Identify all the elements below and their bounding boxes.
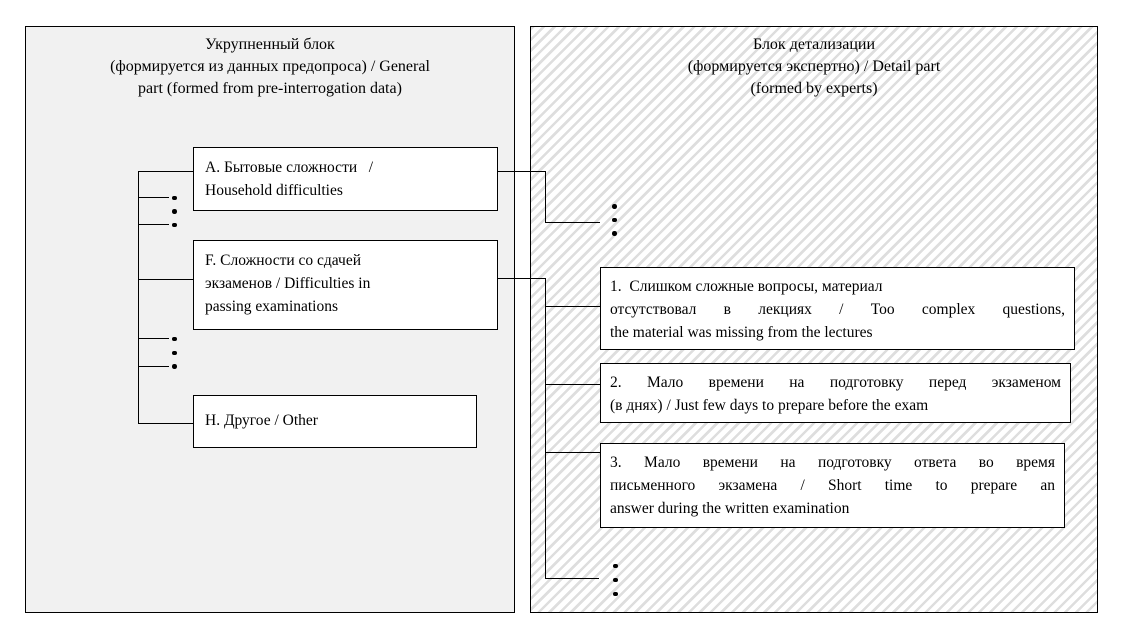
category-box-a-line2: Household difficulties: [205, 182, 343, 199]
detail-box-2-line1: 2. Мало времени на подготовку перед экза…: [610, 374, 1061, 391]
category-box-h-line1: Н. Другое / Other: [205, 412, 318, 429]
box-a-cross-connector-h2: [545, 221, 600, 223]
detail-box-2-line2: (в днях) / Just few days to prepare befo…: [610, 397, 929, 414]
connector-to-box-f: [138, 279, 193, 281]
ellipsis-dot: [613, 591, 618, 597]
ellipsis-dot: [172, 209, 177, 214]
ellipsis-dot: [172, 364, 177, 369]
left-ellipsis-stub-2a: [139, 338, 169, 340]
general-part-title: Укрупненный блок (формируется из данных …: [110, 36, 430, 97]
category-box-a: А. Бытовые сложности / Household difficu…: [193, 147, 498, 211]
detail-box-1: 1. Слишком сложные вопросы, материал отс…: [600, 267, 1075, 350]
connector-to-detail-2: [545, 383, 600, 385]
detail-box-1-line3: the material was missing from the lectur…: [610, 324, 873, 341]
detail-box-3: 3. Мало времени на подготовку ответа во …: [600, 443, 1065, 528]
box-a-cross-connector-v: [545, 170, 547, 223]
category-box-f-line1: F. Сложности со сдачей: [205, 252, 362, 269]
category-box-f: F. Сложности со сдачей экзаменов / Diffi…: [193, 240, 498, 330]
ellipsis-dot: [172, 336, 177, 342]
box-a-cross-connector-h1: [498, 170, 545, 172]
detail-box-1-line1: 1. Слишком сложные вопросы, материал: [610, 278, 883, 295]
category-box-f-line3: passing examinations: [205, 298, 339, 315]
left-tree-trunk: [138, 171, 140, 424]
detail-part-title: Блок детализации (формируется экспертно)…: [687, 36, 941, 97]
category-box-h: Н. Другое / Other: [193, 395, 477, 448]
left-ellipsis-stub-1b: [139, 224, 169, 226]
detail-box-3-line1: 3. Мало времени на подготовку ответа во …: [610, 454, 1055, 471]
ellipsis-dot: [172, 350, 177, 356]
box-f-cross-connector: [498, 277, 545, 279]
ellipsis-dot: [613, 563, 618, 569]
detail-box-1-line2: отсутствовал в лекциях / Too complex que…: [610, 301, 1065, 318]
detail-box-3-line3: answer during the written examination: [610, 500, 850, 517]
connector-to-box-h: [138, 422, 193, 424]
connector-to-detail-3: [545, 451, 600, 453]
ellipsis-dot: [612, 204, 617, 209]
category-box-f-line2: экзаменов / Difficulties in: [205, 275, 371, 292]
detail-box-3-line2: письменного экзамена / Short time to pre…: [610, 477, 1055, 494]
ellipsis-dot: [172, 195, 177, 201]
ellipsis-dot: [612, 231, 617, 236]
left-ellipsis-stub-1a: [139, 197, 169, 199]
connector-to-detail-1: [545, 305, 600, 307]
category-box-a-line1: А. Бытовые сложности /: [205, 159, 374, 176]
detail-box-2: 2. Мало времени на подготовку перед экза…: [600, 363, 1071, 423]
connector-to-box-a: [138, 170, 193, 172]
ellipsis-dot: [612, 217, 617, 223]
left-ellipsis-stub-2b: [139, 365, 169, 367]
ellipsis-dot: [172, 222, 177, 228]
ellipsis-dot: [613, 577, 618, 583]
right-tree-trunk: [545, 277, 547, 579]
connector-to-detail-more: [545, 577, 599, 579]
